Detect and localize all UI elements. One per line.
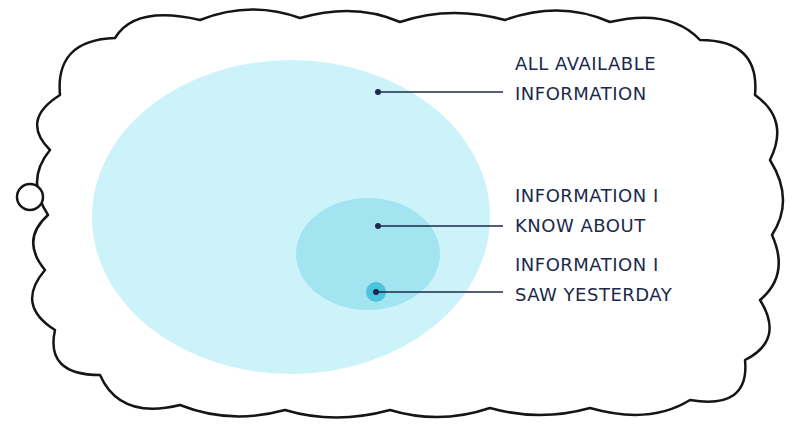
leader-line (378, 225, 503, 227)
area-label: INFORMATION I KNOW ABOUT (515, 181, 660, 241)
leader-dot (375, 89, 381, 95)
leader-dot (373, 289, 379, 295)
all-information-area (92, 60, 490, 374)
area-label: ALL AVAILABLE INFORMATION (515, 49, 659, 109)
leader-dot (375, 223, 381, 229)
known-information-area (296, 198, 440, 310)
area-label: INFORMATION I SAW YESTERDAY (515, 250, 675, 310)
leader-line (376, 291, 503, 293)
leader-line (378, 91, 503, 93)
thought-bubble (17, 184, 43, 210)
thought-cloud (32, 9, 783, 417)
